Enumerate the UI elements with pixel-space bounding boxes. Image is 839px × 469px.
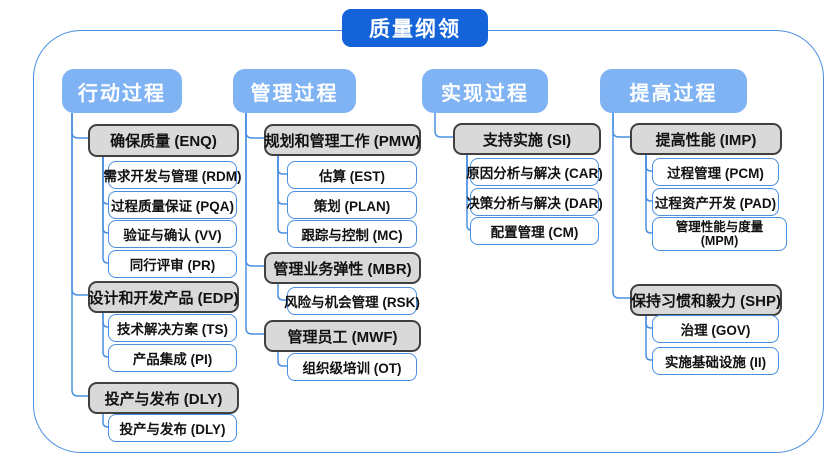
leaf-ts: 技术解决方案 (TS) — [108, 314, 237, 342]
leaf-ii: 实施基础设施 (II) — [652, 347, 779, 375]
leaf-gov: 治理 (GOV) — [652, 315, 779, 343]
group-dly: 投产与发布 (DLY) — [88, 382, 239, 414]
leaf-vv: 验证与确认 (VV) — [108, 220, 237, 248]
leaf-mpm: 管理性能与度量 (MPM) — [652, 217, 787, 251]
leaf-car: 原因分析与解决 (CAR) — [466, 158, 603, 186]
leaf-rsk: 风险与机会管理 (RSK) — [284, 287, 420, 315]
column-header-improvement-process: 提高过程 — [600, 69, 747, 113]
group-si: 支持实施 (SI) — [453, 123, 601, 155]
leaf-ot: 组织级培训 (OT) — [287, 353, 417, 381]
leaf-dar: 决策分析与解决 (DAR) — [466, 188, 603, 216]
leaf-pr: 同行评审 (PR) — [108, 250, 237, 278]
column-header-management-process: 管理过程 — [233, 69, 356, 113]
leaf-est: 估算 (EST) — [287, 161, 417, 189]
group-shp: 保持习惯和毅力 (SHP) — [630, 284, 782, 316]
group-edp: 设计和开发产品 (EDP) — [88, 281, 239, 313]
group-pmw: 规划和管理工作 (PMW) — [264, 124, 421, 156]
leaf-rdm: 需求开发与管理 (RDM) — [104, 161, 242, 189]
group-enq: 确保质量 (ENQ) — [88, 124, 239, 157]
leaf-dly: 投产与发布 (DLY) — [108, 414, 237, 442]
group-mwf: 管理员工 (MWF) — [264, 320, 421, 352]
leaf-cm: 配置管理 (CM) — [470, 217, 599, 245]
leaf-plan: 策划 (PLAN) — [287, 191, 417, 219]
leaf-pad: 过程资产开发 (PAD) — [652, 188, 779, 216]
leaf-mc: 跟踪与控制 (MC) — [287, 220, 417, 248]
leaf-pcm: 过程管理 (PCM) — [652, 158, 779, 186]
diagram-title: 质量纲领 — [342, 9, 488, 47]
group-imp: 提高性能 (IMP) — [630, 123, 782, 155]
column-header-action-process: 行动过程 — [62, 69, 182, 113]
column-header-implementation-process: 实现过程 — [422, 69, 548, 113]
leaf-pqa: 过程质量保证 (PQA) — [108, 191, 237, 219]
group-mbr: 管理业务弹性 (MBR) — [264, 252, 421, 284]
leaf-pi: 产品集成 (PI) — [108, 344, 237, 372]
